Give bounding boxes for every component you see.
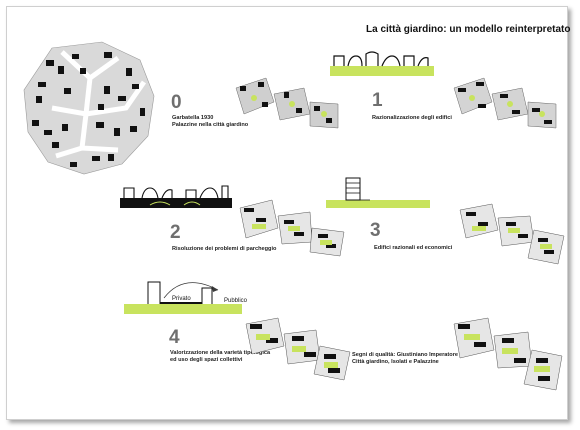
section-diagram-3 bbox=[326, 177, 430, 208]
section-diagram-1 bbox=[330, 51, 434, 76]
building-strips-3 bbox=[459, 203, 565, 265]
label-private: Privato bbox=[172, 296, 191, 302]
step-4-caption: Valorizzazione della varietà tipologica … bbox=[170, 350, 271, 363]
final-caption: Segni di qualità: Giustiniano Imperatore… bbox=[352, 352, 458, 365]
label-public: Pubblico bbox=[224, 298, 248, 304]
axonometric-blocks-1 bbox=[453, 77, 557, 129]
step-3-caption: Edifici razionali ed economici bbox=[374, 245, 453, 251]
section-diagram-2 bbox=[120, 185, 232, 208]
axonometric-blocks-0 bbox=[235, 77, 339, 129]
step-3-number: 3 bbox=[370, 220, 381, 241]
step-0-number: 0 bbox=[171, 92, 182, 113]
step-2-number: 2 bbox=[170, 222, 181, 243]
garbatella-site-plan bbox=[23, 41, 155, 175]
building-strips-4 bbox=[245, 317, 351, 381]
step-1-number: 1 bbox=[372, 90, 383, 111]
building-strips-2 bbox=[239, 199, 345, 257]
sheet-title: La città giardino: un modello reinterpre… bbox=[366, 24, 571, 35]
step-2-caption: Risoluzione dei problemi di parcheggio bbox=[172, 246, 277, 252]
step-4-number: 4 bbox=[169, 327, 180, 348]
step-0-caption: Garbatella 1930 Palazzine nella città gi… bbox=[172, 115, 249, 128]
section-diagram-4 bbox=[124, 281, 242, 314]
building-strips-final bbox=[453, 317, 563, 391]
step-1-caption: Razionalizzazione degli edifici bbox=[372, 115, 452, 121]
